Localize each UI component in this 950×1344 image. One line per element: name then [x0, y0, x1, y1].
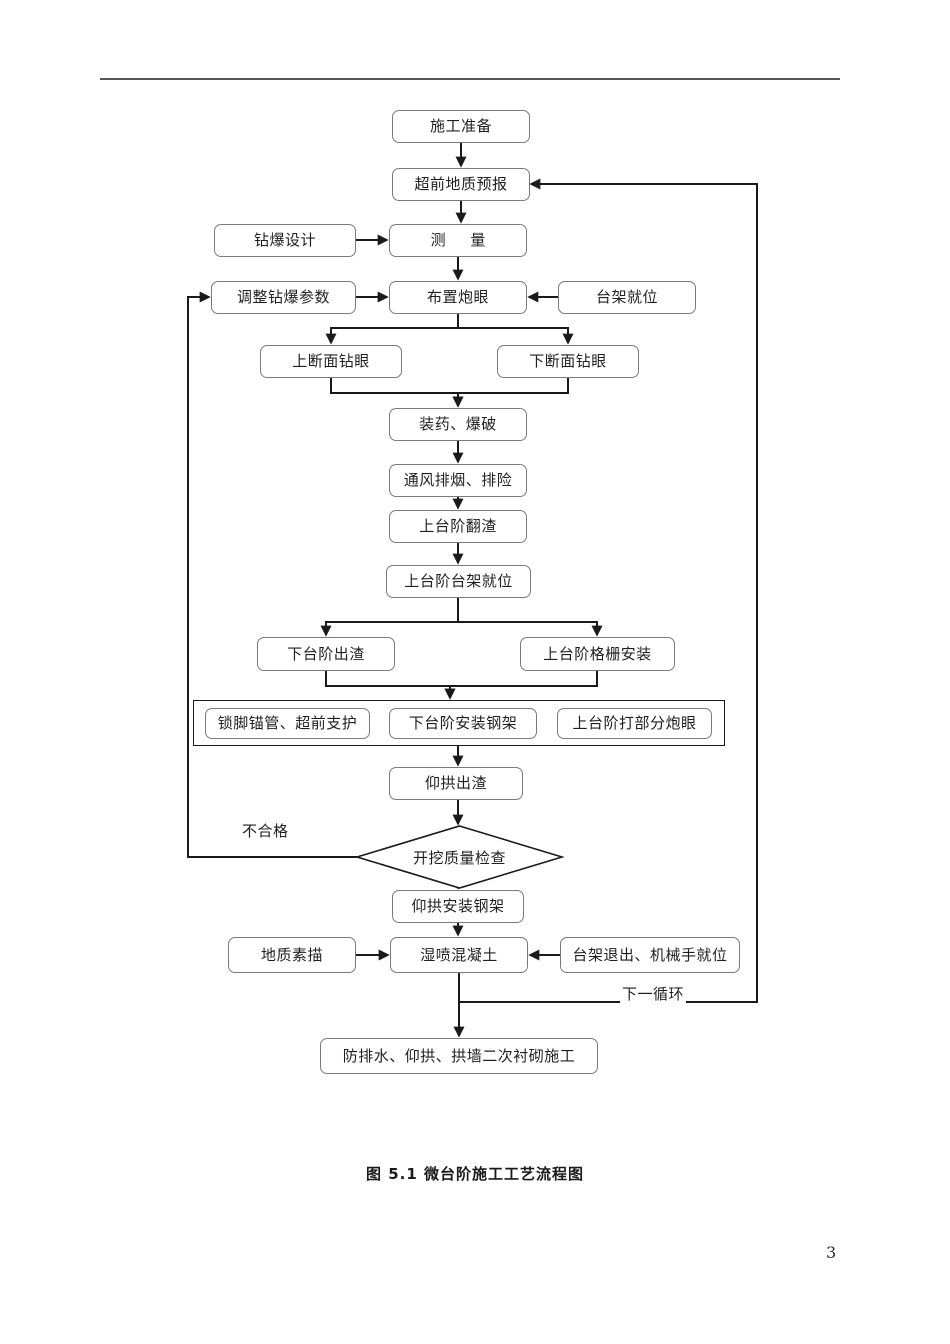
node-rig-in-position[interactable]: 台架就位	[558, 281, 696, 314]
node-upper-bench-grid-installation[interactable]: 上台阶格栅安装	[520, 637, 675, 671]
edge-lowerdrill-to-charge	[452, 378, 569, 408]
edge-layout-to-lowerdrill	[457, 314, 574, 345]
node-excavation-quality-check-label[interactable]: 开挖质量检查	[412, 849, 507, 867]
node-survey[interactable]: 测 量	[389, 224, 527, 257]
node-wet-shotcrete[interactable]: 湿喷混凝土	[390, 937, 528, 973]
edge-gridinstall-to-support-group	[444, 671, 598, 700]
edge-upperdrill-to-charge	[330, 378, 464, 408]
header-rule	[100, 78, 840, 80]
node-ventilation-smoke-hazard-removal[interactable]: 通风排烟、排险	[389, 464, 527, 497]
node-layout-blastholes[interactable]: 布置炮眼	[389, 281, 527, 314]
node-advance-geological-forecast[interactable]: 超前地质预报	[392, 168, 530, 201]
edge-shotcrete-to-forecast-nextcycle	[459, 178, 758, 1003]
node-invert-steel-frame-install[interactable]: 仰拱安装钢架	[392, 890, 524, 923]
quality-check-diamond	[354, 825, 565, 889]
node-upper-face-drilling[interactable]: 上断面钻眼	[260, 345, 402, 378]
node-charging-blasting[interactable]: 装药、爆破	[389, 408, 527, 441]
node-upper-bench-rig-in-position[interactable]: 上台阶台架就位	[386, 565, 531, 598]
edge-layout-to-upperdrill	[325, 314, 459, 345]
edge-upperrig-to-lowermuck	[320, 598, 459, 637]
node-construction-preparation[interactable]: 施工准备	[392, 110, 530, 143]
node-waterproofing-invert-arch-wall-secondary-lining[interactable]: 防排水、仰拱、拱墙二次衬砌施工	[320, 1038, 598, 1074]
node-upper-bench-muck-turning[interactable]: 上台阶翻渣	[389, 510, 527, 543]
edge-upperrig-to-gridinstall	[457, 598, 603, 637]
node-invert-mucking[interactable]: 仰拱出渣	[389, 767, 523, 800]
node-lower-face-drilling[interactable]: 下断面钻眼	[497, 345, 639, 378]
figure-caption: 图 5.1 微台阶施工工艺流程图	[365, 1165, 585, 1183]
node-geological-sketching[interactable]: 地质素描	[228, 937, 356, 973]
node-rig-withdrawal-manipulator-in-position[interactable]: 台架退出、机械手就位	[560, 937, 740, 973]
node-lock-foot-anchor-advance-support[interactable]: 锁脚锚管、超前支护	[205, 708, 370, 739]
node-adjust-blast-parameters[interactable]: 调整钻爆参数	[211, 281, 356, 314]
node-lower-bench-steel-frame-install[interactable]: 下台阶安装钢架	[389, 708, 537, 739]
edge-label-next-cycle: 下一循环	[620, 983, 687, 1004]
node-drill-blast-design[interactable]: 钻爆设计	[214, 224, 356, 257]
edge-label-unqualified: 不合格	[240, 820, 291, 841]
edge-qualitycheck-to-adjustparams-feedback	[187, 291, 357, 858]
node-lower-bench-mucking[interactable]: 下台阶出渣	[257, 637, 395, 671]
node-upper-bench-partial-blasthole-drilling[interactable]: 上台阶打部分炮眼	[557, 708, 712, 739]
page-number: 3	[826, 1243, 837, 1262]
edge-lowermuck-to-support-group	[325, 671, 456, 700]
